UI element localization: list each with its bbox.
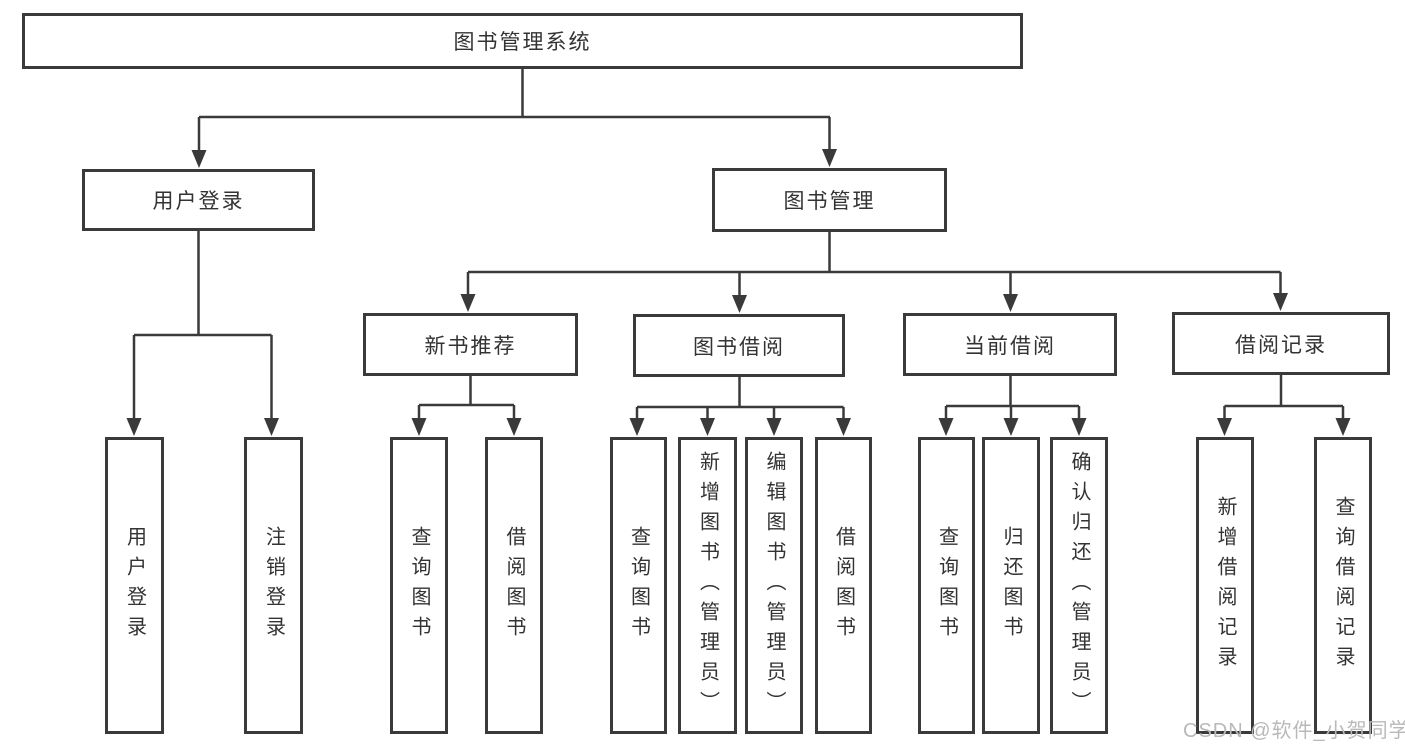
node-borrow-record: 借阅记录 — [1172, 312, 1390, 375]
node-label: 用户登录 — [152, 190, 245, 213]
node-label: 新增借阅记录 — [1214, 495, 1236, 676]
node-new-book-recommend: 新书推荐 — [363, 313, 578, 376]
leaf-logout: 注销登录 — [244, 437, 303, 734]
leaf-confirm-return-admin: 确认归还（管理员） — [1050, 437, 1108, 734]
node-label: 图书管理系统 — [453, 31, 592, 54]
leaf-user-login: 用户登录 — [105, 437, 164, 734]
node-label: 查询图书 — [935, 525, 958, 646]
watermark: CSDN @软件_小贺同学 — [1183, 720, 1405, 742]
leaf-add-borrow-record: 新增借阅记录 — [1196, 437, 1254, 734]
node-label: 用户登录 — [123, 525, 146, 646]
node-label: 归还图书 — [1000, 525, 1022, 646]
node-label: 新增图书（管理员） — [696, 450, 719, 721]
node-label: 新书推荐 — [424, 334, 517, 358]
node-library-system: 图书管理系统 — [22, 13, 1023, 69]
leaf-edit-books-admin: 编辑图书（管理员） — [745, 437, 803, 734]
node-label: 当前借阅 — [964, 334, 1056, 358]
leaf-borrow-books-1: 借阅图书 — [485, 437, 543, 734]
node-current-borrow: 当前借阅 — [903, 313, 1117, 376]
node-label: 查询图书 — [627, 525, 650, 646]
leaf-add-books-admin: 新增图书（管理员） — [678, 437, 737, 734]
leaf-return-books: 归还图书 — [982, 437, 1040, 734]
leaf-query-books-1: 查询图书 — [390, 437, 448, 734]
leaf-borrow-books-2: 借阅图书 — [815, 437, 872, 734]
node-user-login: 用户登录 — [82, 169, 315, 231]
node-book-management: 图书管理 — [712, 168, 947, 232]
leaf-query-books-2: 查询图书 — [610, 437, 667, 734]
node-book-borrow: 图书借阅 — [633, 314, 845, 377]
arrowhead-icons — [126, 149, 1351, 436]
node-label: 图书管理 — [783, 190, 876, 213]
node-label: 确认归还（管理员） — [1068, 450, 1090, 721]
node-label: 注销登录 — [262, 525, 285, 646]
node-label: 借阅记录 — [1235, 333, 1327, 357]
node-label: 编辑图书（管理员） — [763, 450, 785, 721]
node-label: 查询图书 — [408, 525, 430, 646]
node-label: 借阅图书 — [832, 525, 855, 646]
leaf-query-books-3: 查询图书 — [918, 437, 975, 734]
node-label: 查询借阅记录 — [1332, 495, 1354, 676]
node-label: 图书借阅 — [693, 335, 785, 359]
node-label: 借阅图书 — [503, 525, 525, 646]
leaf-query-borrow-record: 查询借阅记录 — [1314, 437, 1372, 734]
